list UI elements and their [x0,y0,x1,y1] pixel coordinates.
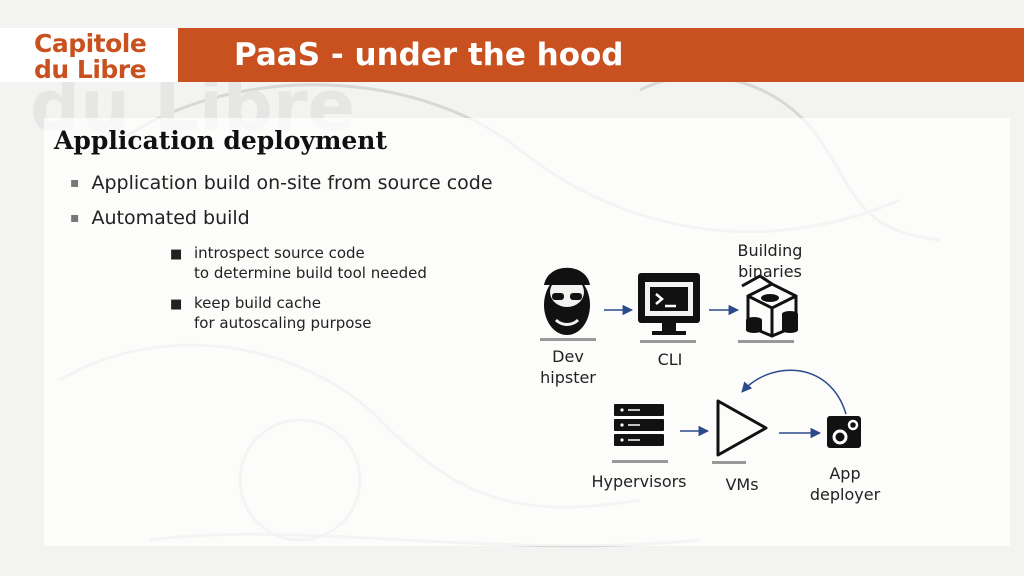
package-box-icon [738,274,798,343]
logo-line-2: du Libre [34,55,147,84]
node-label-line: App [829,464,861,483]
sub-bullet-line: keep build cache [194,294,321,312]
node-label-line: deployer [809,485,881,504]
slide-title: PaaS - under the hood [234,37,624,73]
node-label-dev: Dev hipster [530,346,606,388]
sub-bullet-marker: ■ [170,247,183,262]
section-heading: Application deployment [54,126,388,155]
play-triangle-icon [712,399,768,464]
title-bar [178,28,1024,82]
node-label-binaries: Building binaries [728,240,812,282]
sub-bullet-line: to determine build tool needed [194,264,427,282]
flow-arrows [604,304,847,439]
hipster-face-icon [540,267,596,341]
bullet-marker: ▪ [70,175,80,191]
content-panel [44,118,1010,546]
bullet-text: Automated build [91,207,250,229]
bullet-item: ▪ Automated build [70,207,250,229]
logo-box [0,28,178,82]
logo-line-1: Capitole [34,29,147,58]
bullet-text: Application build on-site from source co… [91,172,493,194]
node-label-line: Dev [552,347,584,366]
node-label-deployer: App deployer [800,463,890,505]
sub-bullet-marker: ■ [170,297,183,312]
bullet-marker: ▪ [70,210,80,226]
sub-bullet-line: for autoscaling purpose [194,314,372,332]
server-rack-icon [612,404,668,463]
node-label-line: binaries [738,262,802,281]
node-label-line: Building [737,241,803,260]
terminal-icon [638,273,700,343]
gears-icon [827,416,861,448]
sub-bullet-line: introspect source code [194,244,365,262]
node-label-hypervisors: Hypervisors [591,472,687,491]
node-label-cli: CLI [657,350,683,369]
node-label-vms: VMs [725,475,759,494]
bullet-item: ▪ Application build on-site from source c… [70,172,493,194]
node-label-line: hipster [540,368,596,387]
